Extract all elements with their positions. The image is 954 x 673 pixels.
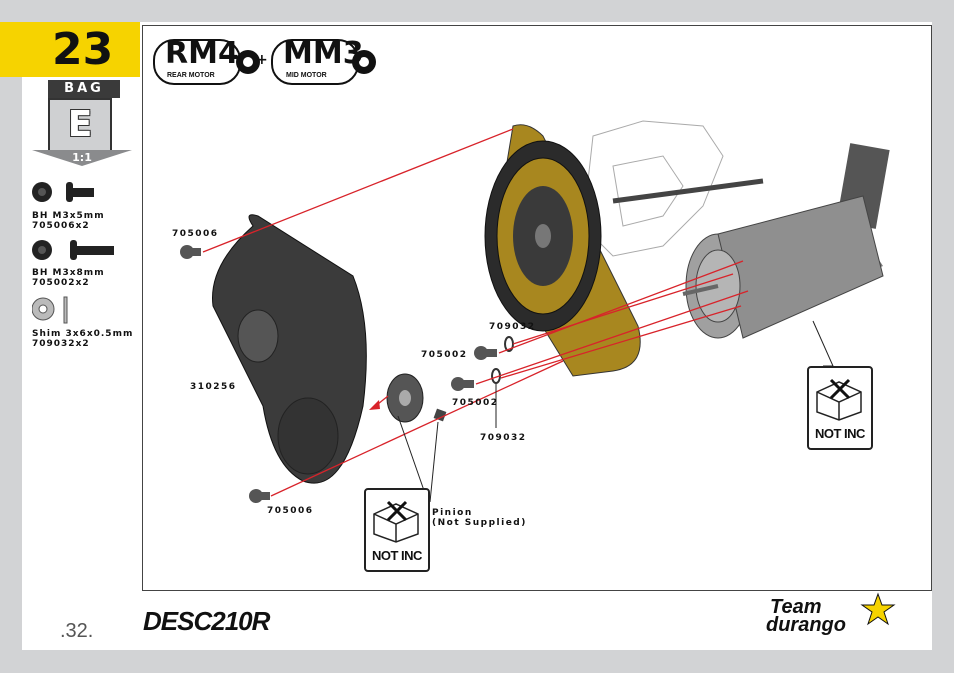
button-head-screw-8mm-icon [32,240,114,260]
part-label: (Not Supplied) [432,518,527,528]
model-code: RM4 [165,36,239,71]
hardware-name: Shim 3x6x0.5mm [32,329,134,339]
team-logo: Team durango [766,596,846,635]
motor [682,143,890,339]
team-logo-line: durango [766,614,846,636]
shim-icon [32,296,68,324]
model-badges [153,39,376,85]
hardware-part: 709032x2 [32,339,90,349]
bag-label: BAG [48,80,120,98]
screw [451,377,474,391]
scale-arrow-icon [32,150,132,166]
part-label: 705002 [421,350,468,360]
gear-cover [212,214,367,484]
not-included-box: NOT INC [807,366,873,450]
team-logo-line: Team [770,596,822,618]
part-label: 705006 [267,506,314,516]
star-icon [860,592,896,626]
screw [249,489,270,503]
bag-letter: E [48,98,112,152]
not-inc-label: NOT INC [815,426,865,441]
not-included-box: NOT INC [364,488,430,572]
part-label: Pinion [432,508,473,518]
step-number-box [0,22,140,77]
part-label: 705006 [172,229,219,239]
hardware-part: 705002x2 [32,278,90,288]
pinion-gear [386,373,447,423]
not-inc-label: NOT INC [372,548,422,563]
gear-icon [236,50,260,74]
scale-label: 1:1 [72,151,92,164]
part-label: 310256 [190,382,237,392]
box-cross-icon [816,378,862,421]
driveshaft [612,178,764,204]
exploded-diagram [180,120,890,503]
alignment-lines [202,128,749,497]
screw [180,245,201,259]
button-head-screw-5mm-icon [32,182,94,202]
part-label: 705002 [452,398,499,408]
plus-sign: + [256,52,268,68]
hardware-name: BH M3x8mm [32,268,105,278]
arrow-head-icon [369,400,380,410]
spur-gear [484,140,602,332]
gear-icon [352,50,376,74]
part-label: 709032 [489,322,536,332]
hardware-item: BH M3x5mm 705006x2 [32,211,105,231]
model-sub: MID MOTOR [286,72,327,79]
hardware-item: Shim 3x6x0.5mm 709032x2 [32,329,133,349]
hardware-item: BH M3x8mm 705002x2 [32,268,105,288]
part-label: 709032 [480,433,527,443]
screw [474,346,497,360]
hardware-part: 705006x2 [32,221,90,231]
step-number: 23 [52,24,114,75]
hardware-name: BH M3x5mm [32,211,105,221]
box-cross-icon [373,500,419,543]
page-number: .32. [60,620,94,642]
model-code: MM3 [283,36,364,71]
model-sub: REAR MOTOR [167,72,215,79]
brand-logo: DESC210R [143,606,270,636]
scale-banner [32,150,132,166]
